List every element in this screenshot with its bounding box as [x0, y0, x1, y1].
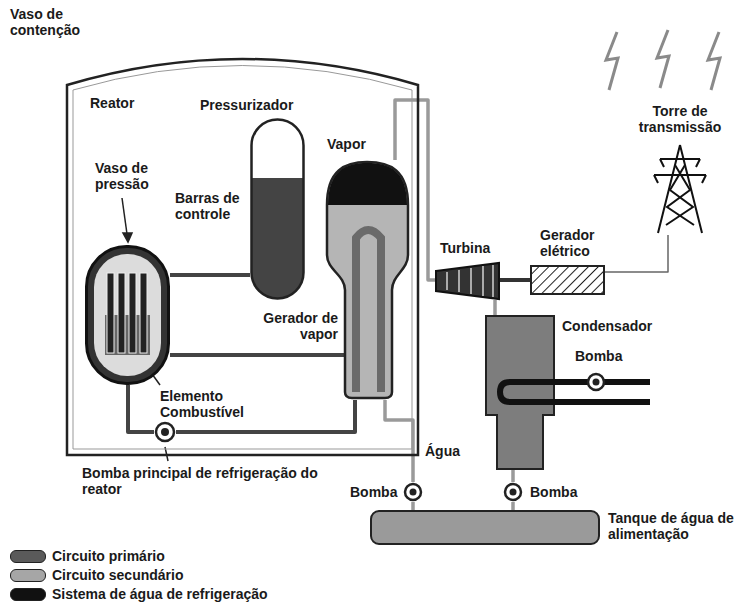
arrow-head: [123, 233, 132, 242]
node-label: Reator: [90, 95, 134, 111]
lightning-bolt: [708, 32, 720, 90]
node-label: Condensador: [562, 318, 652, 334]
node-label: Pressurizador: [200, 97, 293, 113]
pressurizer: Pressurizador: [250, 118, 305, 300]
legend-text: Circuito primário: [52, 548, 165, 564]
pipe-connector: [500, 280, 530, 281]
pipe-connector: [170, 355, 345, 356]
condenser-shape: [485, 315, 555, 470]
pipe-line: [511, 502, 515, 510]
part-label: Água: [425, 443, 460, 459]
pump-symbol-shape: [586, 372, 606, 392]
electric-generator-shape: [530, 265, 605, 295]
pipe-line: [128, 385, 154, 432]
pipe-connector: [605, 235, 668, 272]
pipe-connector: [513, 470, 514, 482]
turbine-shape: [435, 262, 500, 300]
pipe-line: [170, 353, 345, 357]
turbine: Turbina: [435, 262, 500, 300]
node-label: Tanque de água de alimentação: [608, 510, 748, 542]
pipe-line: [500, 278, 530, 282]
leader-line: [122, 198, 127, 234]
condenser: Condensador: [485, 315, 555, 470]
lightning-bolt: [606, 32, 618, 90]
steam-generator: VaporGerador de vapor: [325, 160, 410, 400]
pressure-vessel-shape: [85, 245, 170, 385]
pipe-connector: [413, 502, 414, 510]
part-label: Elemento Combustível: [160, 388, 260, 420]
part-label: Barras de controle: [175, 190, 247, 222]
pipe-line: [170, 273, 250, 277]
pump-symbol-shape: [503, 482, 523, 502]
pipe-line: [493, 300, 497, 315]
pipe-connector: [385, 400, 413, 482]
lightning-bolt: [657, 30, 669, 88]
node-label: Gerador de vapor: [262, 310, 338, 342]
electric-generator: Gerador elétrico: [530, 265, 605, 295]
transmission-tower-shape: [650, 145, 710, 235]
pipe-line: [605, 235, 668, 272]
feedwater-tank-shape: [370, 510, 600, 545]
pressure-vessel: Vaso de pressão: [85, 245, 170, 385]
pump-symbol: Bomba: [503, 482, 523, 502]
node-label: Bomba: [350, 484, 397, 500]
cooling-water-pipe: [553, 399, 650, 405]
pump-symbol-shape: [403, 482, 423, 502]
pipe-line: [411, 502, 415, 510]
node-label: Vaso de pressão: [95, 160, 170, 192]
pressurizer-shape: [250, 118, 305, 300]
main-coolant-pump: Bomba principal de refrigeração do reato…: [154, 421, 176, 443]
pipe-connector: [513, 502, 514, 510]
pipe-line: [385, 400, 413, 482]
legend-swatch: [10, 569, 46, 582]
legend-swatch: [10, 550, 46, 563]
cooling-water-pipe: [553, 379, 588, 385]
pipe-connector: [170, 275, 250, 276]
legend-text: Circuito secundário: [52, 567, 183, 583]
node-label: Vaso de contenção: [10, 6, 105, 38]
pipe-line: [511, 470, 515, 482]
steam-generator-shape: [325, 160, 410, 400]
node-label: Turbina: [440, 240, 490, 256]
pump-symbol: Bomba: [403, 482, 423, 502]
node-label: Gerador elétrico: [540, 227, 620, 259]
node-label: Bomba: [575, 348, 622, 364]
cooling-water-pipe: [604, 379, 650, 385]
legend-swatch: [10, 588, 46, 601]
node-label: Bomba principal de refrigeração do reato…: [82, 465, 322, 497]
containment-vessel: Vaso de contençãoReatorVaso de pressãoPr…: [65, 45, 420, 455]
pipe-connector: [495, 300, 496, 315]
node-label: Vapor: [327, 136, 366, 152]
pipe-connector: [128, 385, 154, 432]
main-coolant-pump-shape: [154, 421, 176, 443]
feedwater-tank: Tanque de água de alimentação: [370, 510, 600, 545]
node-label: Torre de transmissão: [620, 103, 740, 135]
node-label: Bomba: [530, 484, 577, 500]
legend-text: Sistema de água de refrigeração: [52, 586, 268, 602]
pump-symbol: Bomba: [586, 372, 606, 392]
transmission-tower: Torre de transmissão: [650, 145, 710, 235]
